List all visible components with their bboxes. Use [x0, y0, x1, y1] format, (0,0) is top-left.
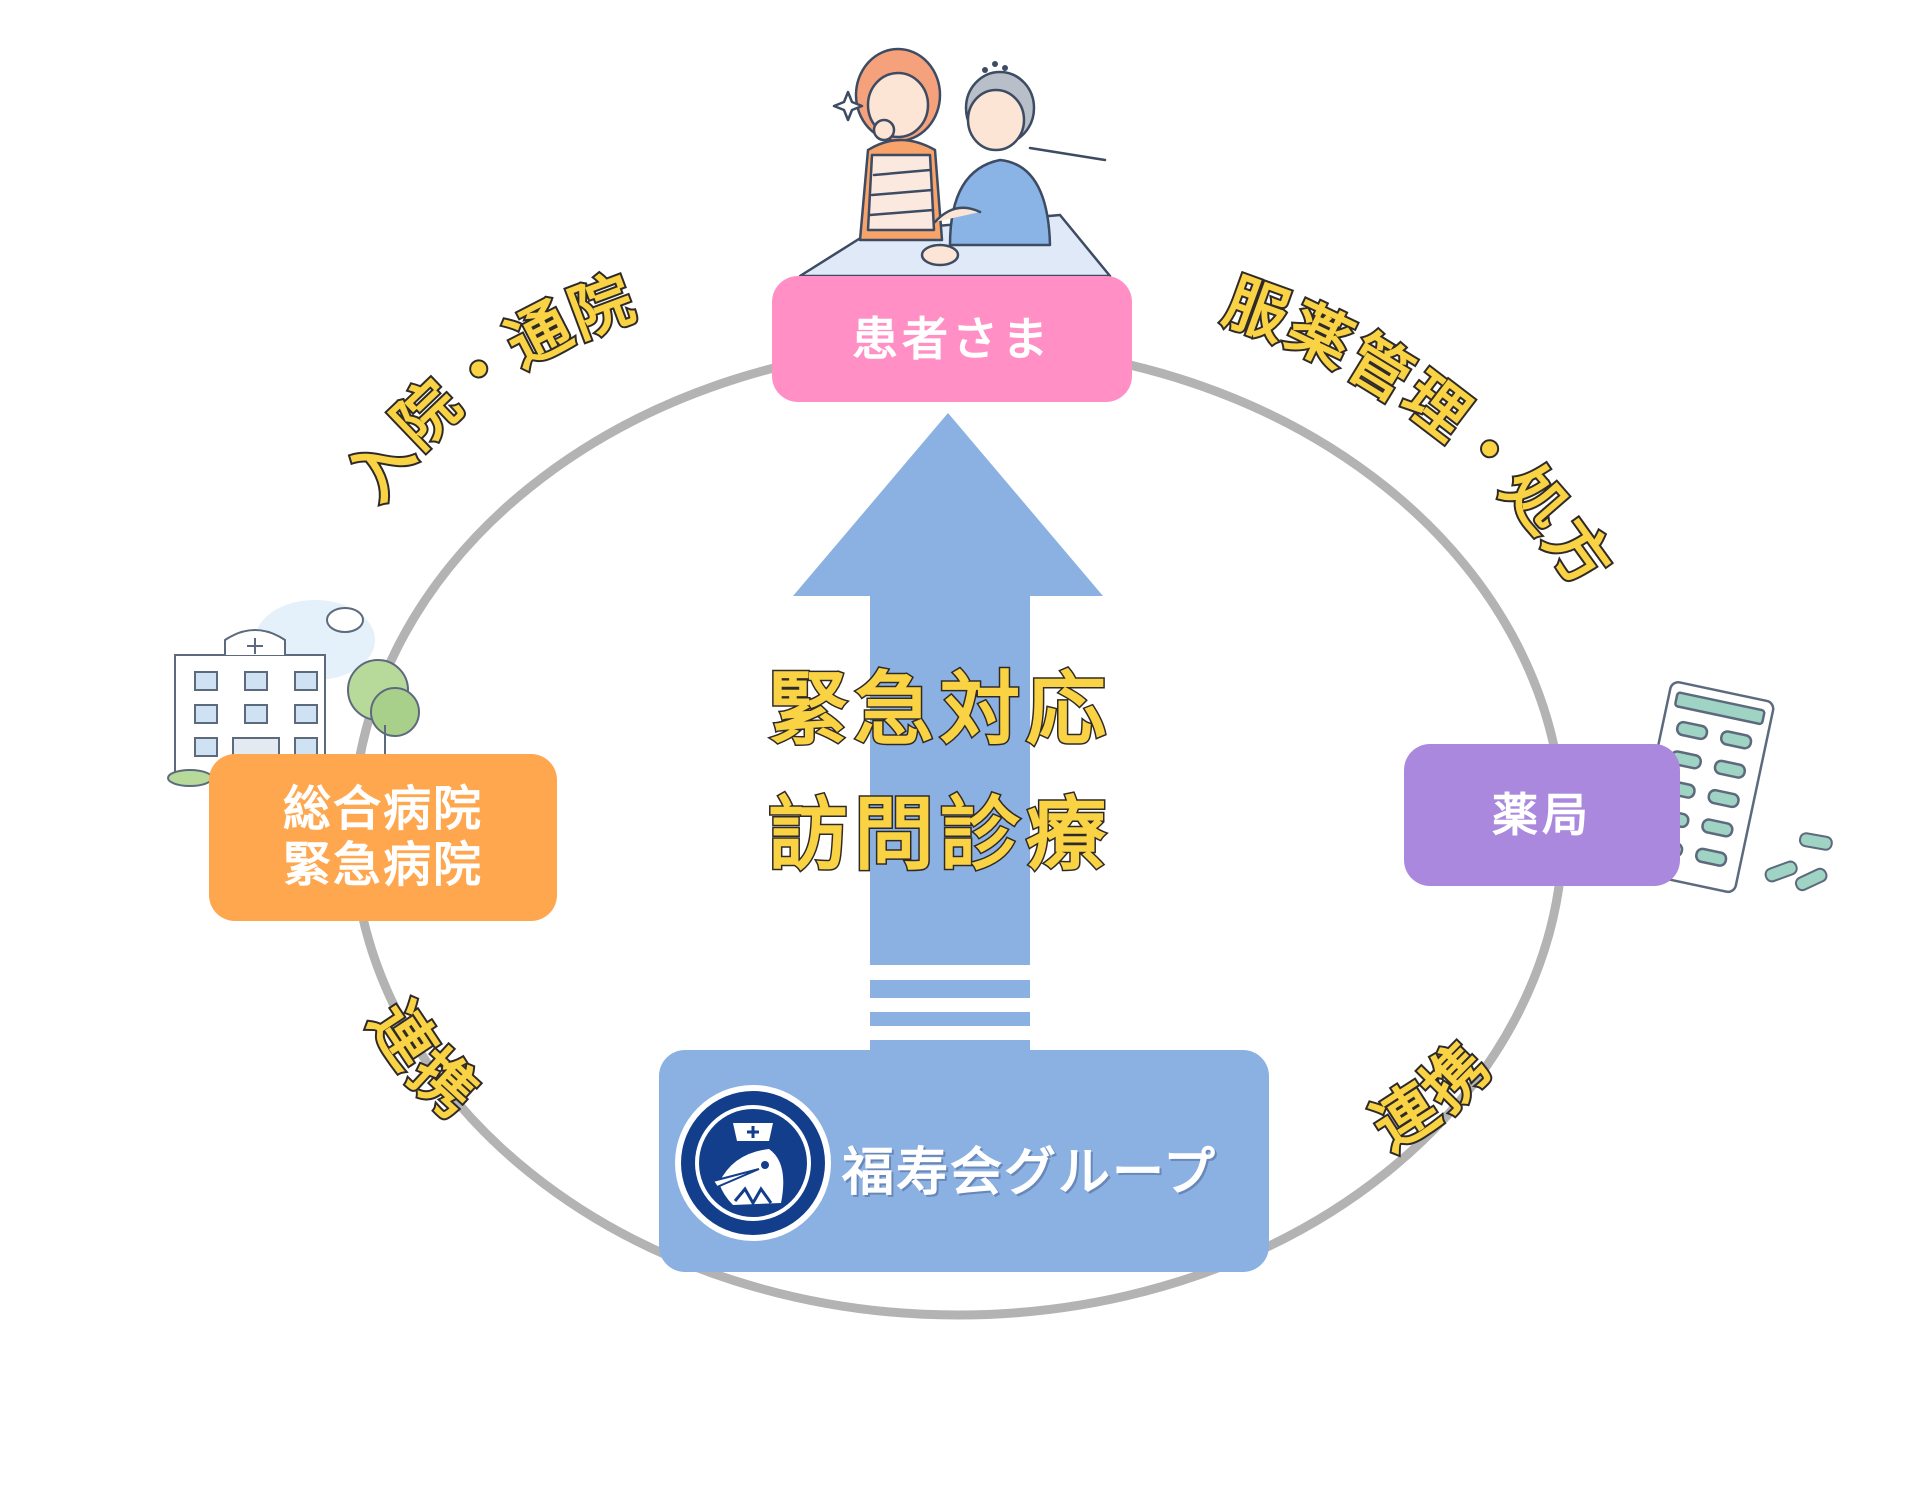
- center-label-home-visit: 訪問診療: [767, 787, 1112, 883]
- upward-arrow: [793, 413, 1103, 1050]
- patient-node-label: 患者さま: [852, 311, 1052, 366]
- edge-label-pharmacy-group: 連携: [1360, 1026, 1507, 1165]
- edge-label-hospital-patient: 入院・通院: [333, 261, 647, 514]
- edge-label-hospital-group: 連携: [356, 989, 496, 1135]
- bird-nurse-logo: [675, 1085, 831, 1241]
- hospital-node: 総合病院 緊急病院: [209, 754, 557, 921]
- pharmacy-node-label: 薬局: [1492, 787, 1592, 842]
- edge-label-patient-pharmacy: 服薬管理・処方: [1215, 265, 1628, 602]
- pharmacy-node: 薬局: [1404, 744, 1680, 886]
- group-node-label: 福寿会グループ: [842, 1143, 1217, 1203]
- hospital-node-label-2: 緊急病院: [282, 836, 483, 893]
- center-label-emergency: 緊急対応: [767, 662, 1112, 758]
- family-caregiver-illustration: [798, 47, 1112, 278]
- hospital-node-label-1: 総合病院: [282, 781, 483, 838]
- patient-node: 患者さま: [772, 276, 1132, 402]
- capsule-icon: [1764, 832, 1833, 892]
